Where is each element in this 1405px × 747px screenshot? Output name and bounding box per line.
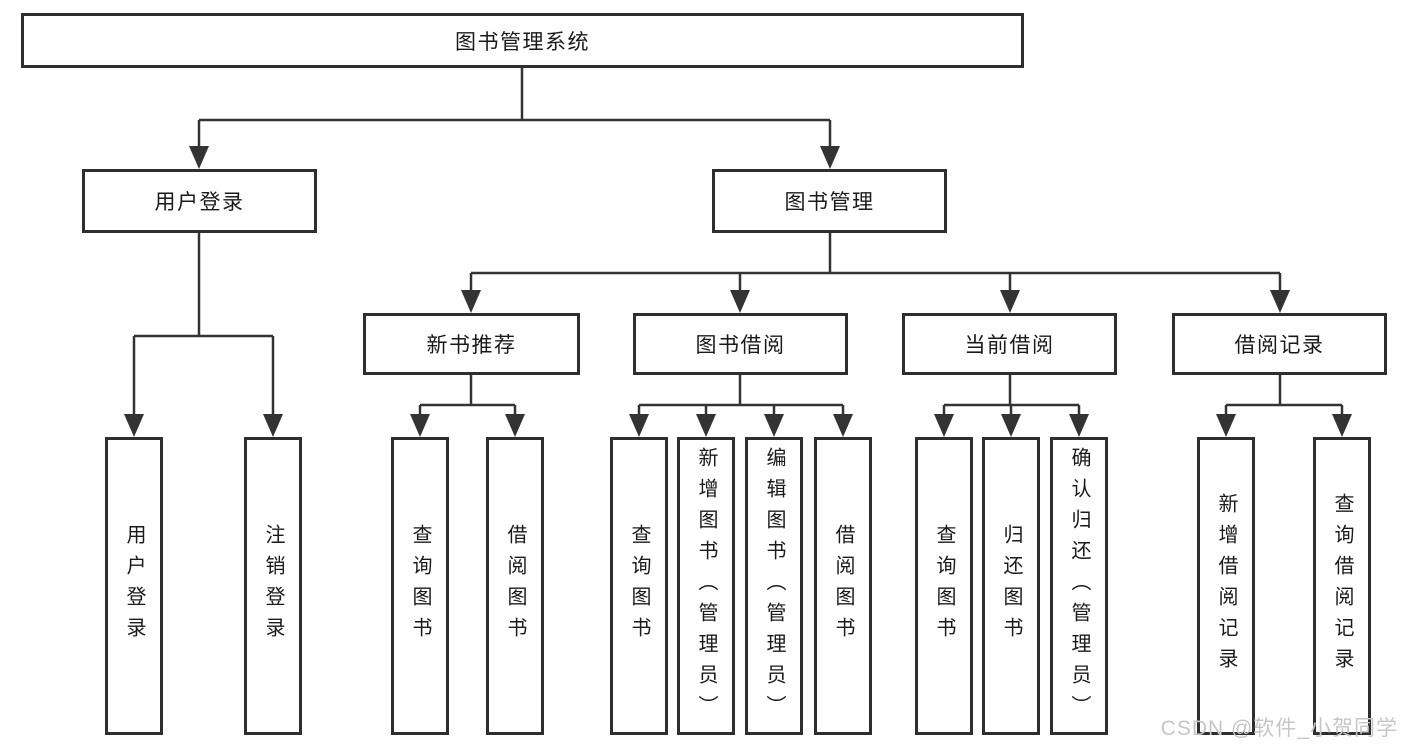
node-borrow-records: 借阅记录 bbox=[1172, 313, 1387, 375]
csdn-watermark: CSDN @软件_小贺同学 bbox=[1160, 717, 1398, 740]
connector-lines bbox=[132, 68, 1344, 416]
node-current-borrow-label: 当前借阅 bbox=[964, 334, 1055, 357]
node-book-management-label: 图书管理 bbox=[784, 191, 875, 214]
node-borrow-records-label: 借阅记录 bbox=[1234, 334, 1325, 357]
leaf-query-books-current-label: 查询图书 bbox=[933, 524, 955, 648]
leaf-logout: 注销登录 bbox=[244, 437, 302, 735]
node-new-book-recommend: 新书推荐 bbox=[363, 313, 580, 375]
leaf-confirm-return-admin-label: 确认归还（管理员） bbox=[1068, 446, 1090, 726]
leaf-confirm-return-admin: 确认归还（管理员） bbox=[1050, 437, 1108, 735]
node-user-login: 用户登录 bbox=[82, 169, 317, 233]
node-current-borrow: 当前借阅 bbox=[902, 313, 1117, 375]
leaf-query-books-current: 查询图书 bbox=[915, 437, 973, 735]
leaf-borrow-books-recommend: 借阅图书 bbox=[486, 437, 544, 735]
node-book-management: 图书管理 bbox=[712, 169, 947, 233]
leaf-add-book-admin: 新增图书（管理员） bbox=[677, 437, 735, 735]
node-root-label: 图书管理系统 bbox=[455, 30, 590, 54]
leaf-borrow-books-recommend-label: 借阅图书 bbox=[504, 524, 526, 648]
leaf-query-books-borrow-label: 查询图书 bbox=[628, 524, 650, 648]
leaf-query-books-borrow: 查询图书 bbox=[610, 437, 668, 735]
leaf-add-borrow-record: 新增借阅记录 bbox=[1197, 437, 1255, 735]
leaf-query-borrow-record: 查询借阅记录 bbox=[1313, 437, 1371, 735]
node-book-borrow-label: 图书借阅 bbox=[695, 334, 786, 357]
leaf-return-books-label: 归还图书 bbox=[1000, 524, 1022, 648]
leaf-borrow-books: 借阅图书 bbox=[814, 437, 872, 735]
arrowhead-down-icons bbox=[124, 146, 1352, 437]
leaf-query-books-recommend: 查询图书 bbox=[391, 437, 449, 735]
leaf-return-books: 归还图书 bbox=[982, 437, 1040, 735]
leaf-user-login-label: 用户登录 bbox=[123, 524, 145, 648]
leaf-borrow-books-label: 借阅图书 bbox=[832, 524, 854, 648]
leaf-query-borrow-record-label: 查询借阅记录 bbox=[1331, 493, 1353, 679]
leaf-edit-book-admin-label: 编辑图书（管理员） bbox=[763, 446, 785, 726]
leaf-add-book-admin-label: 新增图书（管理员） bbox=[695, 446, 717, 726]
leaf-add-borrow-record-label: 新增借阅记录 bbox=[1215, 493, 1237, 679]
node-new-book-recommend-label: 新书推荐 bbox=[426, 334, 517, 357]
leaf-logout-label: 注销登录 bbox=[262, 524, 284, 648]
leaf-query-books-recommend-label: 查询图书 bbox=[409, 524, 431, 648]
node-user-login-label: 用户登录 bbox=[154, 191, 245, 214]
leaf-edit-book-admin: 编辑图书（管理员） bbox=[745, 437, 803, 735]
node-root: 图书管理系统 bbox=[21, 13, 1024, 68]
leaf-user-login: 用户登录 bbox=[105, 437, 163, 735]
node-book-borrow: 图书借阅 bbox=[633, 313, 848, 375]
